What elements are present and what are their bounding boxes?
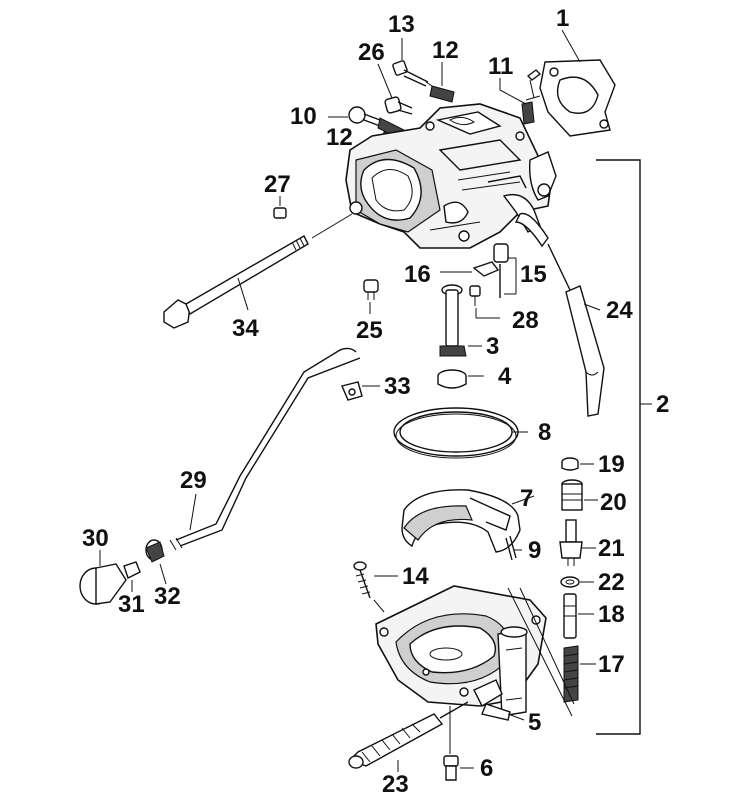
bolt-part-34 (163, 213, 353, 329)
label-part-14: 14 (402, 563, 429, 590)
bushing-part-32 (145, 539, 167, 585)
screw-part-6 (443, 706, 474, 781)
label-part-21: 21 (598, 535, 625, 562)
label-part-9: 9 (528, 537, 541, 564)
screw-part-23 (348, 701, 469, 772)
label-part-33: 33 (384, 373, 411, 400)
nozzle-part-3 (439, 284, 482, 357)
screw-part-11 (499, 69, 542, 125)
assembly-bracket-part-2 (596, 159, 652, 735)
label-part-18: 18 (598, 601, 625, 628)
label-part-3: 3 (486, 333, 499, 360)
label-part-8: 8 (538, 419, 551, 446)
label-part-31: 31 (118, 591, 145, 618)
screw-part-13 (392, 38, 433, 87)
label-part-34: 34 (232, 315, 259, 342)
screw-part-14 (353, 561, 398, 613)
label-part-11: 11 (488, 53, 513, 80)
label-part-7: 7 (520, 485, 533, 512)
label-part-2: 2 (656, 391, 669, 418)
carburetor-body (345, 103, 557, 249)
label-part-15: 15 (520, 261, 547, 288)
screw-part-27 (273, 196, 287, 219)
label-part-12-lower: 12 (326, 124, 353, 151)
needle-part-15 (493, 243, 517, 298)
clip-part-33 (341, 381, 380, 401)
screw-part-25 (363, 279, 379, 314)
holder-part-20 (561, 479, 598, 511)
needle-part-18 (563, 593, 594, 639)
label-part-16: 16 (404, 261, 431, 288)
label-part-19: 19 (598, 451, 625, 478)
plug-part-19 (561, 457, 594, 471)
label-part-13: 13 (388, 11, 415, 38)
hose-part-24 (514, 212, 605, 417)
label-part-22: 22 (598, 569, 625, 596)
label-part-10: 10 (290, 103, 317, 130)
label-part-23: 23 (382, 771, 409, 798)
knob-part-30 (79, 550, 127, 605)
jet-part-21 (559, 519, 596, 566)
label-part-30: 30 (82, 525, 109, 552)
gasket-part-8 (393, 407, 528, 459)
float-bowl (375, 585, 575, 721)
pin-part-9 (505, 535, 522, 561)
label-part-24: 24 (606, 297, 633, 324)
label-part-32: 32 (154, 583, 181, 610)
part-labels: 1 13 12 26 11 10 12 27 16 15 24 28 34 25… (82, 5, 669, 798)
label-part-5: 5 (528, 709, 541, 736)
label-part-28: 28 (512, 307, 539, 334)
label-part-4: 4 (498, 363, 512, 390)
label-part-27: 27 (264, 171, 291, 198)
screw-part-28 (469, 285, 500, 319)
collar-part-4 (437, 369, 484, 389)
label-part-20: 20 (600, 489, 627, 516)
label-part-25: 25 (356, 317, 383, 344)
label-part-29: 29 (180, 467, 207, 494)
label-part-26: 26 (358, 39, 385, 66)
gasket-part-1 (539, 29, 616, 137)
spring-part-12-top (429, 62, 455, 103)
oring-part-22 (560, 576, 594, 588)
spring-part-17 (563, 645, 596, 703)
lever-part-16 (440, 261, 500, 277)
screw-part-26 (377, 63, 413, 115)
float-part-7 (401, 489, 535, 553)
label-part-12-top: 12 (432, 37, 459, 64)
label-part-6: 6 (480, 755, 493, 782)
link-rod-part-29 (169, 347, 361, 551)
label-part-17: 17 (598, 651, 625, 678)
nut-part-31 (123, 561, 141, 592)
label-part-1: 1 (556, 5, 569, 32)
